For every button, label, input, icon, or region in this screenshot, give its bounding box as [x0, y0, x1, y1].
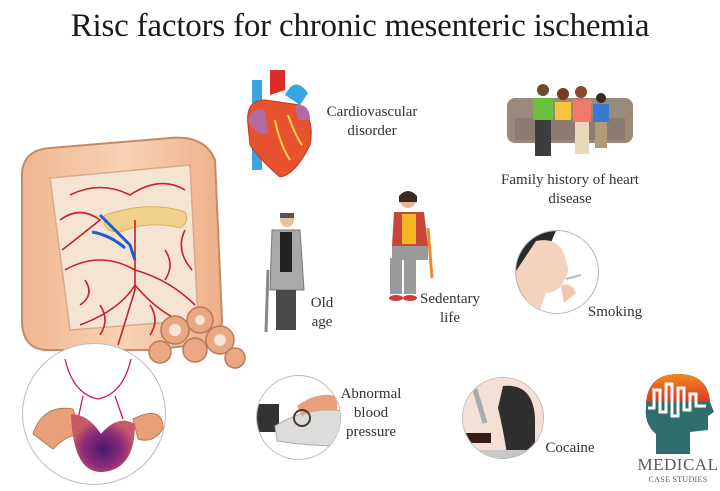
blood-pressure-label: Abnormal blood pressure — [340, 386, 402, 440]
ischemic-bowel-inset — [22, 343, 166, 485]
sedentary-label: Sedentary life — [420, 291, 480, 326]
elderly-man-icon — [264, 213, 305, 333]
smoking-icon — [515, 230, 599, 314]
cardiovascular-label: Cardiovascular disorder — [326, 104, 418, 139]
old-age-label: Old age — [310, 295, 334, 330]
family-icon — [507, 84, 633, 156]
heart-icon — [247, 70, 312, 178]
cocaine-label: Cocaine — [545, 440, 595, 456]
blood-pressure-cuff-icon — [256, 375, 341, 460]
smoking-label: Smoking — [587, 304, 643, 320]
logo-title: MEDICAL — [637, 455, 719, 474]
cocaine-icon — [462, 377, 544, 459]
intestine-illustration — [20, 136, 246, 369]
medical-case-studies-logo-icon — [645, 374, 714, 454]
logo-subtitle: CASE STUDIES — [648, 475, 708, 484]
family-history-label: Family history of heart disease — [501, 172, 639, 207]
seated-woman-icon — [389, 191, 434, 301]
page-title: Risc factors for chronic mesenteric isch… — [70, 8, 650, 44]
